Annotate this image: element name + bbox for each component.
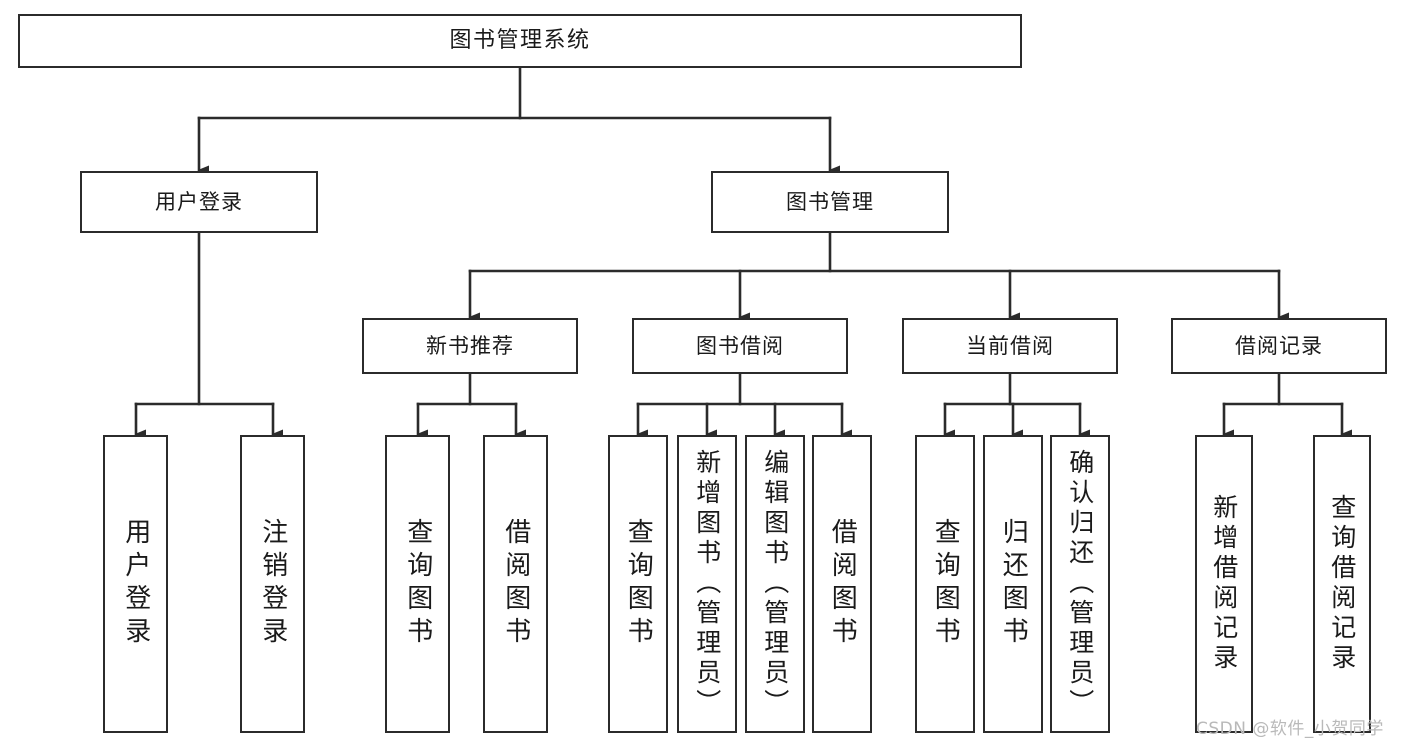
node-root[interactable]: 图书管理系统: [18, 14, 1022, 68]
node-label: 用户登录: [120, 518, 151, 650]
node-l-cu-confirm[interactable]: 确认归还（管理员）: [1050, 435, 1110, 733]
node-label: 注销登录: [257, 518, 288, 650]
node-l-logout[interactable]: 注销登录: [240, 435, 305, 733]
node-label: 当前借阅: [966, 333, 1054, 358]
node-l-re-query[interactable]: 查询借阅记录: [1313, 435, 1371, 733]
node-l-bo-lend[interactable]: 借阅图书: [812, 435, 872, 733]
node-label: 用户登录: [155, 189, 243, 214]
node-label: 新增借阅记录: [1209, 494, 1239, 674]
csdn-watermark: CSDN @软件_小贺同学: [1196, 719, 1384, 739]
node-label: 查询图书: [402, 518, 433, 650]
node-l-bo-query[interactable]: 查询图书: [608, 435, 668, 733]
node-label: 借阅图书: [500, 518, 531, 650]
node-label: 确认归还（管理员）: [1065, 449, 1095, 719]
node-l-nb-query[interactable]: 查询图书: [385, 435, 450, 733]
node-l-cu-query[interactable]: 查询图书: [915, 435, 975, 733]
node-label: 查询图书: [623, 518, 654, 650]
node-label: 新书推荐: [426, 333, 514, 358]
node-label: 编辑图书（管理员）: [760, 449, 790, 719]
node-l-cu-return[interactable]: 归还图书: [983, 435, 1043, 733]
node-records[interactable]: 借阅记录: [1171, 318, 1387, 374]
node-label: 借阅记录: [1235, 333, 1323, 358]
node-label: 借阅图书: [827, 518, 858, 650]
node-login[interactable]: 用户登录: [80, 171, 318, 233]
node-label: 新增图书（管理员）: [692, 449, 722, 719]
node-label: 图书管理系统: [449, 28, 591, 54]
node-label: 归还图书: [998, 518, 1029, 650]
node-label: 查询借阅记录: [1327, 494, 1357, 674]
node-label: 查询图书: [930, 518, 961, 650]
node-label: 图书管理: [786, 189, 874, 214]
node-borrow[interactable]: 图书借阅: [632, 318, 848, 374]
node-current[interactable]: 当前借阅: [902, 318, 1118, 374]
node-label: 图书借阅: [696, 333, 784, 358]
node-l-bo-add[interactable]: 新增图书（管理员）: [677, 435, 737, 733]
node-bookmgmt[interactable]: 图书管理: [711, 171, 949, 233]
node-l-nb-borrow[interactable]: 借阅图书: [483, 435, 548, 733]
node-newbook[interactable]: 新书推荐: [362, 318, 578, 374]
node-l-login[interactable]: 用户登录: [103, 435, 168, 733]
node-l-bo-edit[interactable]: 编辑图书（管理员）: [745, 435, 805, 733]
node-l-re-add[interactable]: 新增借阅记录: [1195, 435, 1253, 733]
